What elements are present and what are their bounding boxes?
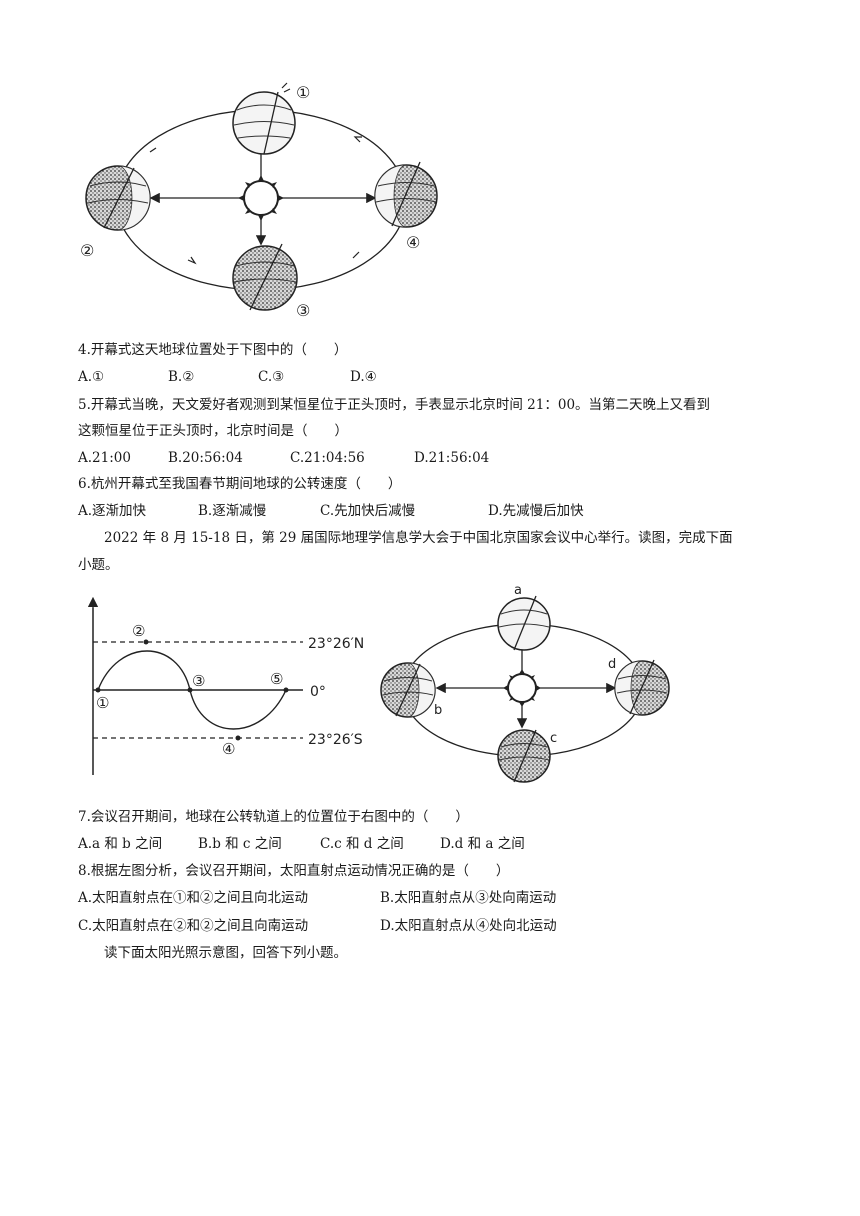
orbit-diagram-1: ① ② ③ ④: [80, 82, 438, 320]
earth-position-c: [497, 729, 551, 783]
q7-option-d[interactable]: D.d 和 a 之间: [440, 836, 525, 852]
marker-2: ②: [80, 241, 94, 260]
point-5: ⑤: [270, 670, 283, 688]
q8-option-d[interactable]: D.太阳直射点从④处向北运动: [380, 918, 557, 934]
orbit-diagram-2: a b c d: [380, 584, 670, 783]
sun-icon: [238, 175, 284, 221]
earth-position-3: [232, 243, 298, 311]
q8-option-b[interactable]: B.太阳直射点从③处向南运动: [380, 890, 557, 906]
point-3: ③: [192, 672, 205, 690]
label-a: a: [514, 584, 522, 598]
earth-position-a: [497, 595, 551, 651]
q7-option-b[interactable]: B.b 和 c 之间: [198, 836, 282, 852]
label-d: d: [608, 657, 616, 672]
q4-option-d[interactable]: D.④: [350, 369, 377, 385]
label-b: b: [434, 703, 442, 718]
q8-option-a[interactable]: A.太阳直射点在①和②之间且向北运动: [78, 890, 309, 906]
earth-position-2: [85, 165, 151, 231]
marker-3: ③: [296, 301, 310, 320]
intro2-line2: 小题。: [78, 557, 119, 573]
q6-option-b[interactable]: B.逐渐减慢: [198, 503, 267, 519]
q6-stem: 6.杭州开幕式至我国春节期间地球的公转速度（ ）: [78, 476, 402, 492]
label-equator: 0°: [310, 684, 326, 700]
q7-stem: 7.会议召开期间，地球在公转轨道上的位置位于右图中的（ ）: [78, 809, 469, 825]
intro2-line1: 2022 年 8 月 15-18 日，第 29 届国际地理学信息学大会于中国北京…: [104, 530, 733, 546]
earth-position-4: [374, 161, 438, 228]
point-1: ①: [96, 694, 109, 712]
earth-position-d: [614, 659, 670, 716]
q4-option-a[interactable]: A.①: [78, 369, 105, 385]
sun-icon: [503, 669, 541, 707]
q5-option-c[interactable]: C.21:04:56: [290, 450, 365, 466]
label-south-tropic: 23°26′S: [308, 732, 363, 748]
earth-position-b: [380, 662, 436, 718]
q6-option-c[interactable]: C.先加快后减慢: [320, 503, 416, 519]
q4-option-b[interactable]: B.②: [168, 369, 195, 385]
q8-stem: 8.根据左图分析，会议召开期间，太阳直射点运动情况正确的是（ ）: [78, 863, 510, 879]
q8-option-c[interactable]: C.太阳直射点在②和②之间且向南运动: [78, 918, 309, 934]
marker-4: ④: [406, 233, 420, 252]
q6-option-d[interactable]: D.先减慢后加快: [488, 503, 584, 519]
earth-position-1: [232, 82, 296, 155]
q4-stem: 4.开幕式这天地球位置处于下图中的（ ）: [78, 342, 348, 358]
point-4: ④: [222, 740, 235, 758]
point-2: ②: [132, 622, 145, 640]
q5-option-d[interactable]: D.21:56:04: [414, 450, 490, 466]
q5-option-a[interactable]: A.21:00: [78, 450, 131, 466]
marker-1: ①: [296, 83, 310, 102]
intro3-line1: 读下面太阳光照示意图，回答下列小题。: [104, 945, 347, 961]
subsolar-point-chart: ① ② ③ ④ ⑤ 23°26′N 0° 23°26′S: [87, 596, 364, 775]
q5-stem-line2: 这颗恒星位于正头顶时，北京时间是（ ）: [78, 423, 348, 439]
q6-option-a[interactable]: A.逐渐加快: [78, 503, 147, 519]
label-north-tropic: 23°26′N: [308, 636, 364, 652]
q4-option-c[interactable]: C.③: [258, 369, 285, 385]
q5-option-b[interactable]: B.20:56:04: [168, 450, 243, 466]
label-c: c: [550, 731, 557, 746]
q7-option-a[interactable]: A.a 和 b 之间: [78, 836, 163, 852]
q5-stem-line1: 5.开幕式当晚，天文爱好者观测到某恒星位于正头顶时，手表显示北京时间 21：00…: [78, 397, 711, 413]
q7-option-c[interactable]: C.c 和 d 之间: [320, 836, 404, 852]
